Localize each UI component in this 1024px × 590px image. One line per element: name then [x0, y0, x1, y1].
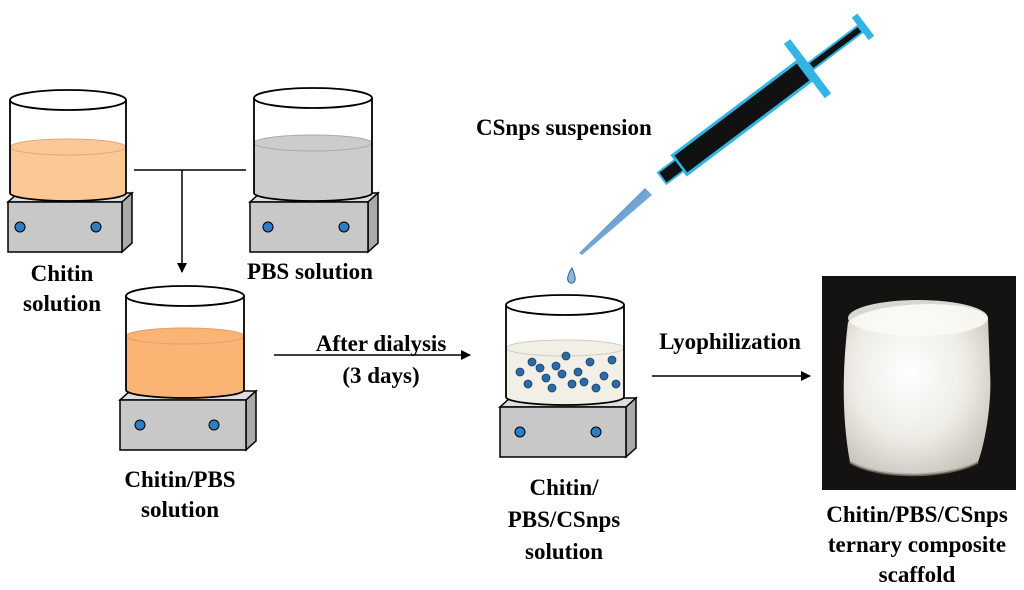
nanoparticle-dot — [541, 373, 551, 383]
dialysis-label-line1: After dialysis — [315, 331, 447, 356]
nanoparticle-dot — [611, 379, 621, 389]
beaker-final — [505, 294, 625, 406]
nanoparticle-dot — [599, 371, 609, 381]
nanoparticle-dot — [585, 357, 595, 367]
product-label-line3: scaffold — [878, 562, 956, 587]
final-beaker-group — [498, 294, 638, 459]
beaker-chitin — [9, 89, 127, 202]
product-label-line1: Chitin/PBS/CSnps — [826, 502, 1008, 527]
syringe-icon — [579, 13, 875, 255]
stirrer-chitin-pbs — [118, 389, 258, 452]
scaffold-photo — [822, 276, 1016, 490]
chitin-label-line1: Chitin — [30, 261, 94, 286]
csnps-label: CSnps suspension — [476, 115, 652, 140]
nanoparticle-dot — [573, 367, 583, 377]
nanoparticle-dot — [557, 369, 567, 379]
nanoparticle-dot — [547, 383, 557, 393]
merge-arrow — [134, 169, 246, 273]
nanoparticle-dot — [535, 363, 545, 373]
beaker-pbs — [253, 87, 373, 202]
final-label-line3: solution — [525, 539, 603, 564]
nanoparticle-dot — [579, 377, 589, 387]
nanoparticle-dot — [591, 383, 601, 393]
nanoparticle-dot — [527, 357, 537, 367]
lyophilization-label: Lyophilization — [659, 329, 801, 354]
nanoparticle-dot — [515, 367, 525, 377]
droplet-icon — [567, 267, 576, 284]
beaker-chitin-pbs — [125, 285, 245, 399]
chitin-pbs-beaker-group — [118, 285, 258, 452]
nanoparticle-dot — [551, 361, 561, 371]
nanoparticle-dot — [523, 379, 533, 389]
chitin-pbs-label-line2: solution — [141, 497, 219, 522]
pbs-label: PBS solution — [247, 259, 373, 284]
nanoparticles — [515, 351, 621, 393]
chitin-pbs-label-line1: Chitin/PBS — [124, 467, 236, 492]
product-label-line2: ternary composite — [827, 532, 1007, 557]
nanoparticle-dot — [567, 379, 577, 389]
nanoparticle-dot — [561, 351, 571, 361]
pbs-beaker-group — [248, 87, 380, 254]
final-label-line2: PBS/CSnps — [507, 507, 621, 532]
chitin-beaker-group — [6, 89, 134, 254]
nanoparticle-dot — [607, 355, 617, 365]
chitin-label-line2: solution — [23, 291, 101, 316]
stirrer-final — [498, 396, 638, 459]
final-label-line1: Chitin/ — [529, 475, 599, 500]
dialysis-label-line2: (3 days) — [342, 363, 420, 388]
